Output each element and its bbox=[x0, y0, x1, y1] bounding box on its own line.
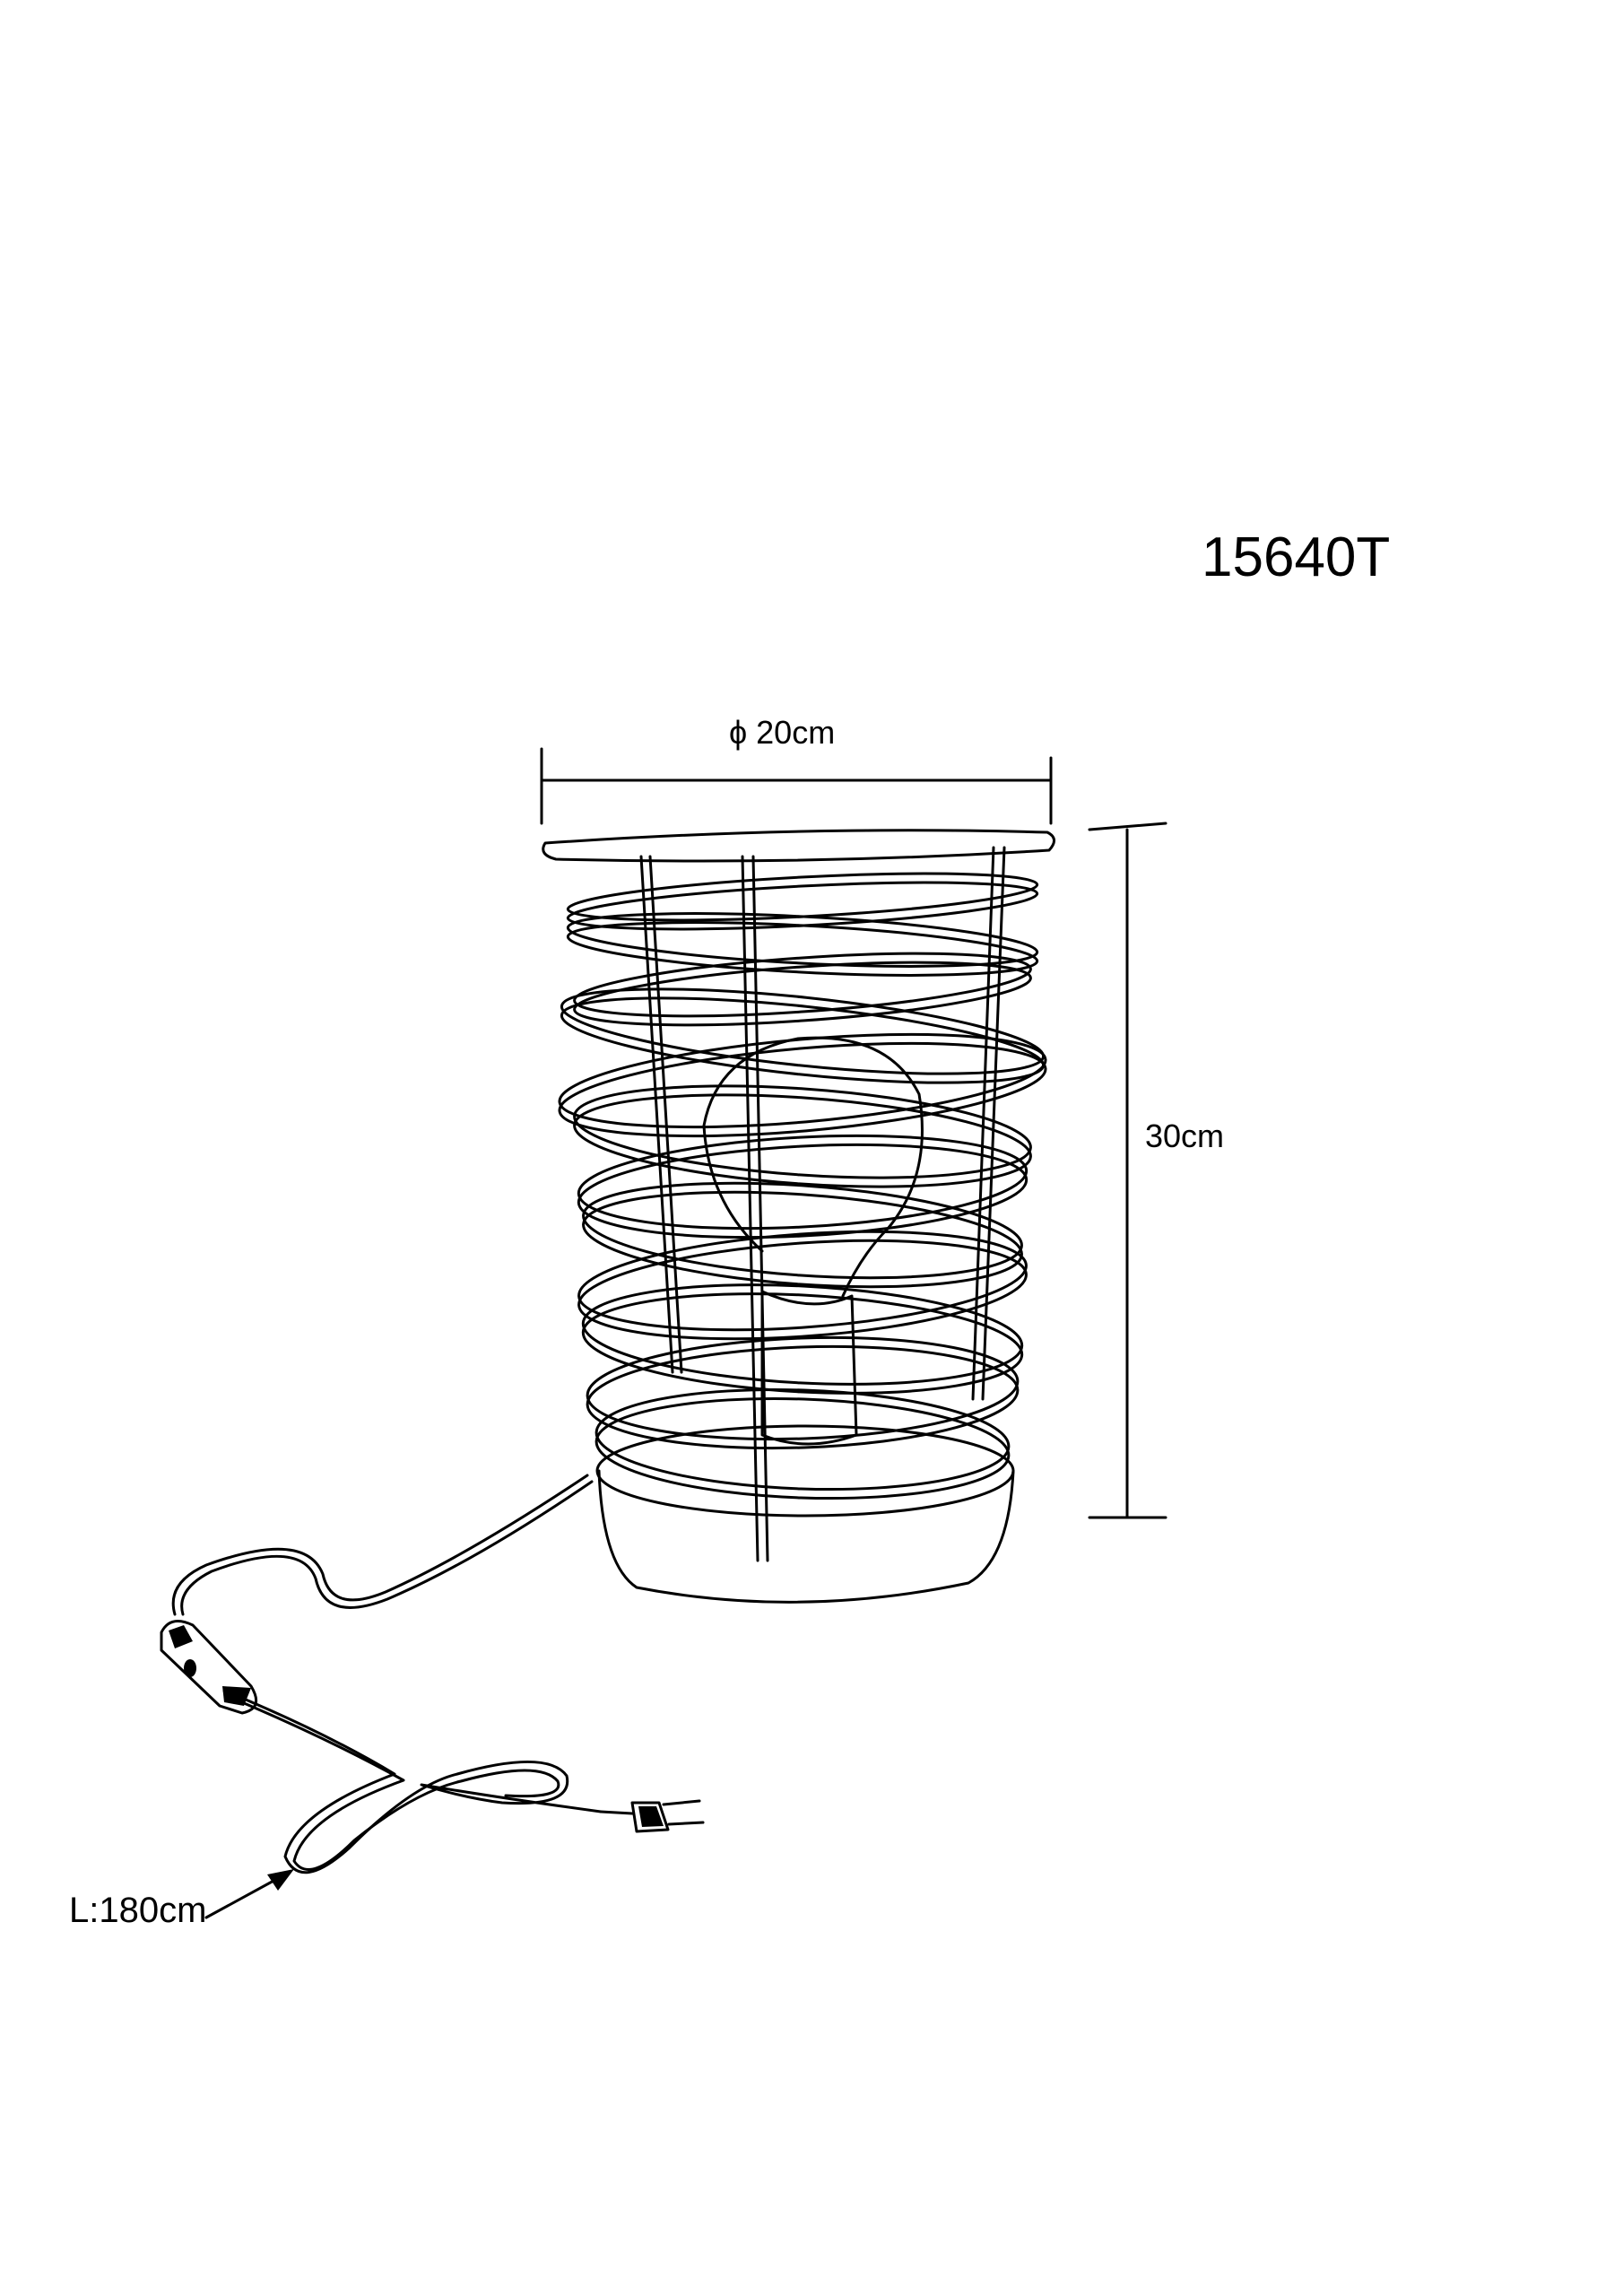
coil-ring bbox=[573, 952, 1032, 1018]
power-cord bbox=[171, 1474, 603, 1874]
coil-ring bbox=[577, 1230, 1028, 1332]
coil-ring bbox=[558, 1041, 1047, 1138]
coil-ring bbox=[573, 1093, 1032, 1188]
diameter-label: ϕ 20cm bbox=[729, 714, 836, 751]
height-dimension-line bbox=[1088, 822, 1167, 1519]
coil-ring bbox=[573, 1084, 1032, 1179]
coil-ring bbox=[595, 1387, 1011, 1492]
coil-ring bbox=[577, 1143, 1028, 1239]
coil-ring bbox=[577, 1239, 1028, 1341]
coil-ring bbox=[581, 1283, 1024, 1386]
cord-length-label: L:180cm bbox=[69, 1891, 207, 1930]
plug-icon bbox=[599, 1799, 705, 1833]
coil-ring bbox=[566, 912, 1039, 968]
dimension-arrow bbox=[204, 1869, 294, 1919]
coil-ring bbox=[582, 1181, 1023, 1280]
coil-ring bbox=[586, 1344, 1020, 1450]
coil-ring bbox=[582, 1190, 1023, 1289]
inline-switch-icon bbox=[160, 1620, 258, 1715]
coil-ring bbox=[573, 961, 1032, 1027]
coil-ring bbox=[566, 921, 1039, 977]
coil-ring bbox=[577, 1134, 1028, 1231]
coil-ring bbox=[595, 1396, 1011, 1500]
model-number: 15640T bbox=[1202, 526, 1391, 588]
lamp-cage-drawing bbox=[542, 829, 1055, 1604]
coil-ring bbox=[586, 1335, 1020, 1441]
coil-ring bbox=[581, 1292, 1024, 1395]
diameter-dimension-line bbox=[540, 747, 1053, 825]
coil-ring bbox=[566, 872, 1039, 922]
coil-ring bbox=[566, 881, 1039, 931]
height-label: 30cm bbox=[1145, 1118, 1225, 1154]
